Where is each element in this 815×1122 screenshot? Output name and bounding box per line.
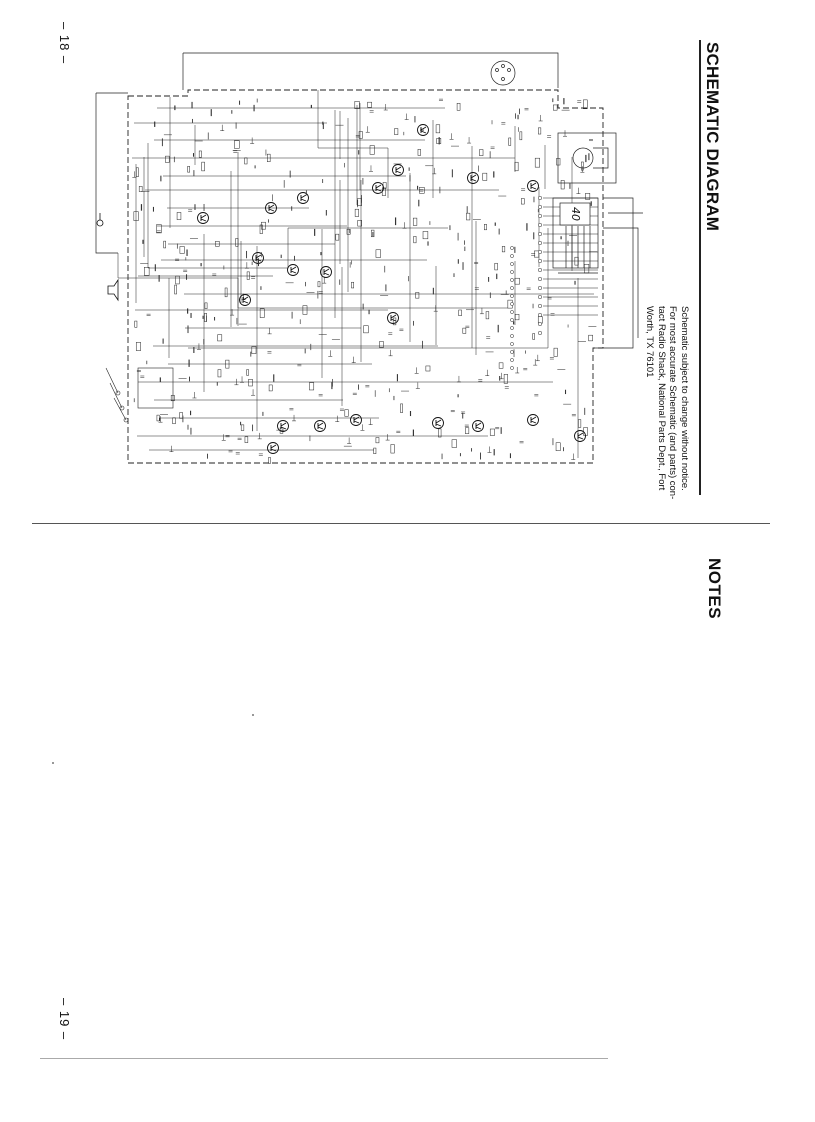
bottom-rule [40,1058,608,1059]
note-line-2: For most accurate Schematic (and parts) … [667,306,679,500]
switch-bank [105,367,174,423]
note-line-1: Schematic subject to change without noti… [679,306,690,491]
channel-display-digits: 40 [569,207,582,221]
mic-connector-icon [490,60,617,184]
page-number-bottom: – 19 – [57,998,72,1041]
speaker-icon [107,278,119,302]
paper-speck [252,714,254,716]
notes-heading: NOTES [705,558,724,620]
page-number-top: – 18 – [57,22,72,65]
note-line-3: tact Radio Shack, National Parts Dept., … [656,306,667,491]
page-divider [32,523,770,524]
schematic-note: Schematic subject to change without noti… [644,306,691,500]
channel-display [552,197,599,274]
schematic-heading: SCHEMATIC DIAGRAM [703,42,722,232]
paper-speck [52,762,54,764]
schematic-diagram: 40 [95,52,643,464]
heading-rule [699,40,701,495]
antenna-icon [96,213,104,227]
